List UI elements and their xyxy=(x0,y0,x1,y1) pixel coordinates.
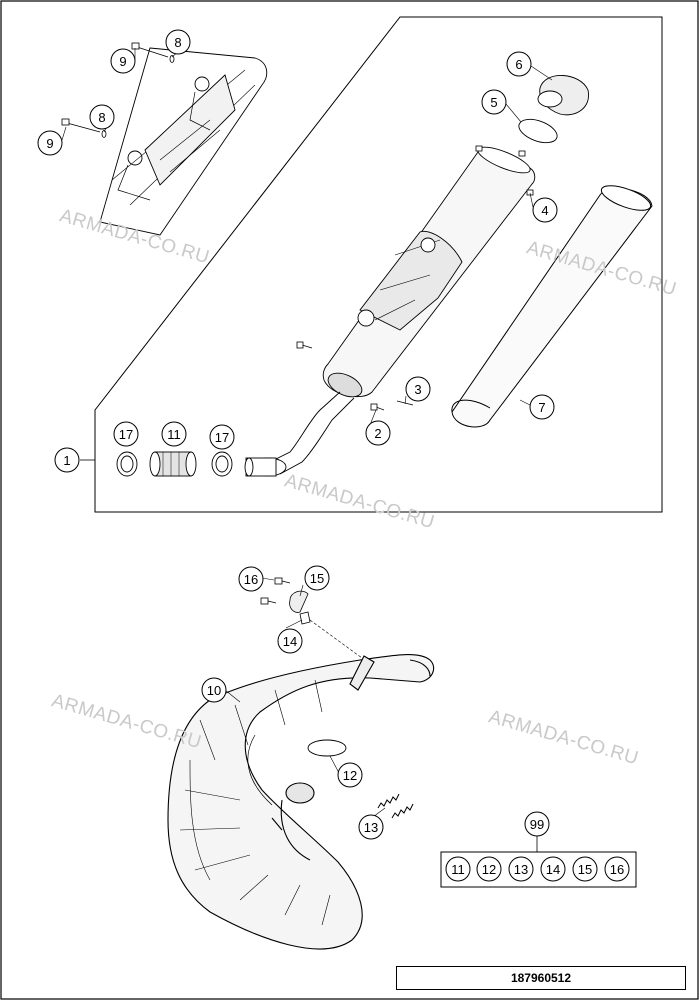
muffler-drawing xyxy=(244,146,536,477)
callout-2-label: 2 xyxy=(374,426,381,441)
callout-7-label: 7 xyxy=(538,400,545,415)
callout-17a: 17 xyxy=(113,421,139,447)
callout-16: 16 xyxy=(238,566,264,592)
kit-item-label: 14 xyxy=(546,862,560,877)
callout-17b: 17 xyxy=(209,424,235,450)
callouts: 9 8 8 9 6 5 4 3 7 2 17 11 17 1 16 15 14 … xyxy=(37,29,558,840)
springs-drawing xyxy=(377,793,414,819)
drawing-code: 187960512 xyxy=(510,971,572,985)
callout-2: 2 xyxy=(365,420,391,446)
callout-14-label: 14 xyxy=(283,634,297,649)
callout-15: 15 xyxy=(304,565,330,591)
callout-15-label: 15 xyxy=(310,571,324,586)
frame-tube-drawing xyxy=(99,47,268,236)
callout-4: 4 xyxy=(532,197,558,223)
callout-17a-label: 17 xyxy=(119,427,133,442)
kit-99-contents: 11 12 13 14 15 16 xyxy=(445,856,630,882)
kit-item-label: 11 xyxy=(451,862,465,877)
callout-16-label: 16 xyxy=(244,572,258,587)
callout-9a-label: 9 xyxy=(119,54,126,69)
callout-99-label: 99 xyxy=(530,817,544,832)
callout-10-label: 10 xyxy=(207,683,221,698)
callout-3-label: 3 xyxy=(414,382,421,397)
kit-item-label: 15 xyxy=(578,862,592,877)
callout-9a: 9 xyxy=(110,48,136,74)
callout-1-label: 1 xyxy=(63,453,70,468)
callout-9b-label: 9 xyxy=(46,136,53,151)
callout-6-label: 6 xyxy=(515,57,522,72)
callout-99: 99 xyxy=(524,811,550,837)
callout-17b-label: 17 xyxy=(215,430,229,445)
callout-14: 14 xyxy=(277,628,303,654)
muffler-sleeve-drawing xyxy=(451,185,653,428)
bracket-parts-drawing xyxy=(260,577,363,659)
callout-5: 5 xyxy=(481,89,507,115)
drawing-code-box: 187960512 xyxy=(396,966,686,990)
callout-13: 13 xyxy=(358,814,384,840)
callout-7: 7 xyxy=(529,394,555,420)
callout-6: 6 xyxy=(506,51,532,77)
callout-1: 1 xyxy=(54,447,80,473)
kit-99-box xyxy=(440,851,637,888)
callout-5-label: 5 xyxy=(490,95,497,110)
kit-item-label: 12 xyxy=(482,862,496,877)
callout-4-label: 4 xyxy=(541,203,548,218)
callout-11: 11 xyxy=(161,421,187,447)
exhaust-pipe-drawing xyxy=(167,654,435,950)
kit-item: 12 xyxy=(476,856,502,882)
callout-8a: 8 xyxy=(165,29,191,55)
kit-item: 14 xyxy=(540,856,566,882)
small-screws xyxy=(296,145,534,411)
kit-item-label: 16 xyxy=(610,862,624,877)
kit-item: 11 xyxy=(445,856,471,882)
callout-11-label: 11 xyxy=(167,427,181,442)
leader-lines xyxy=(61,44,553,818)
kit-item: 15 xyxy=(572,856,598,882)
callout-8b-label: 8 xyxy=(98,110,105,125)
bolts-washers-top xyxy=(61,42,175,138)
callout-12-label: 12 xyxy=(343,768,357,783)
callout-9b: 9 xyxy=(37,130,63,156)
kit-item: 16 xyxy=(604,856,630,882)
callout-12: 12 xyxy=(337,762,363,788)
seal-parts-drawing xyxy=(116,451,233,477)
gasket-drawing xyxy=(307,739,347,757)
kit-item: 13 xyxy=(508,856,534,882)
callout-10: 10 xyxy=(201,677,227,703)
muffler-group-outline xyxy=(94,16,663,513)
kit-item-label: 13 xyxy=(514,862,528,877)
callout-8b: 8 xyxy=(89,104,115,130)
callout-13-label: 13 xyxy=(364,820,378,835)
callout-3: 3 xyxy=(405,376,431,402)
end-cap-drawing xyxy=(518,75,590,144)
callout-8a-label: 8 xyxy=(174,35,181,50)
